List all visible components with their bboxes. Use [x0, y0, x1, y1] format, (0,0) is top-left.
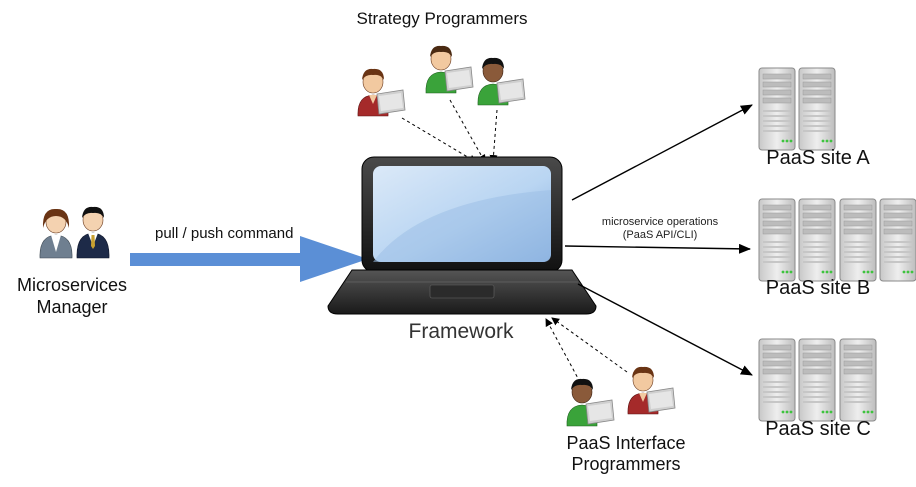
manager-label-line2: Manager [36, 297, 108, 317]
command-arrow [130, 236, 368, 282]
server-rack-icon [798, 67, 836, 151]
operations-label: microservice operations (PaaS API/CLI) [602, 216, 718, 242]
strategy-programmers-icon [357, 45, 526, 117]
server-rack-icon [839, 338, 877, 422]
operations-label-line2: (PaaS API/CLI) [622, 229, 698, 241]
server-rack-icon [879, 198, 916, 282]
paas-interface-label-line2: Programmers [571, 454, 681, 474]
microservices-manager-label: Microservices Manager [17, 274, 127, 318]
server-rack-icon [798, 198, 836, 282]
paas-interface-arrows [545, 317, 628, 383]
operations-label-line1: microservice operations [601, 216, 719, 228]
businesspeople-icon [39, 206, 110, 259]
site-c-label: PaaS site C [765, 418, 871, 440]
paas-interface-label-line1: PaaS Interface [566, 433, 686, 453]
strategy-arrows [401, 99, 498, 163]
paas-interface-programmers-label: PaaS Interface Programmers [566, 433, 685, 475]
server-rack-icon [839, 198, 877, 282]
paas-interface-programmers-icon [566, 366, 676, 427]
manager-label-line1: Microservices [16, 275, 128, 295]
site-c-servers [758, 338, 877, 422]
laptop-icon [327, 156, 597, 315]
site-a-servers [758, 67, 836, 151]
command-label: pull / push command [155, 225, 294, 242]
server-rack-icon [798, 338, 836, 422]
site-b-servers [758, 198, 916, 282]
framework-label: Framework [408, 320, 514, 343]
site-a-label: PaaS site A [766, 147, 870, 169]
site-arrows [564, 104, 753, 376]
strategy-programmers-label: Strategy Programmers [356, 9, 528, 28]
server-rack-icon [758, 198, 796, 282]
site-b-label: PaaS site B [765, 277, 871, 299]
server-rack-icon [758, 67, 796, 151]
server-rack-icon [758, 338, 796, 422]
